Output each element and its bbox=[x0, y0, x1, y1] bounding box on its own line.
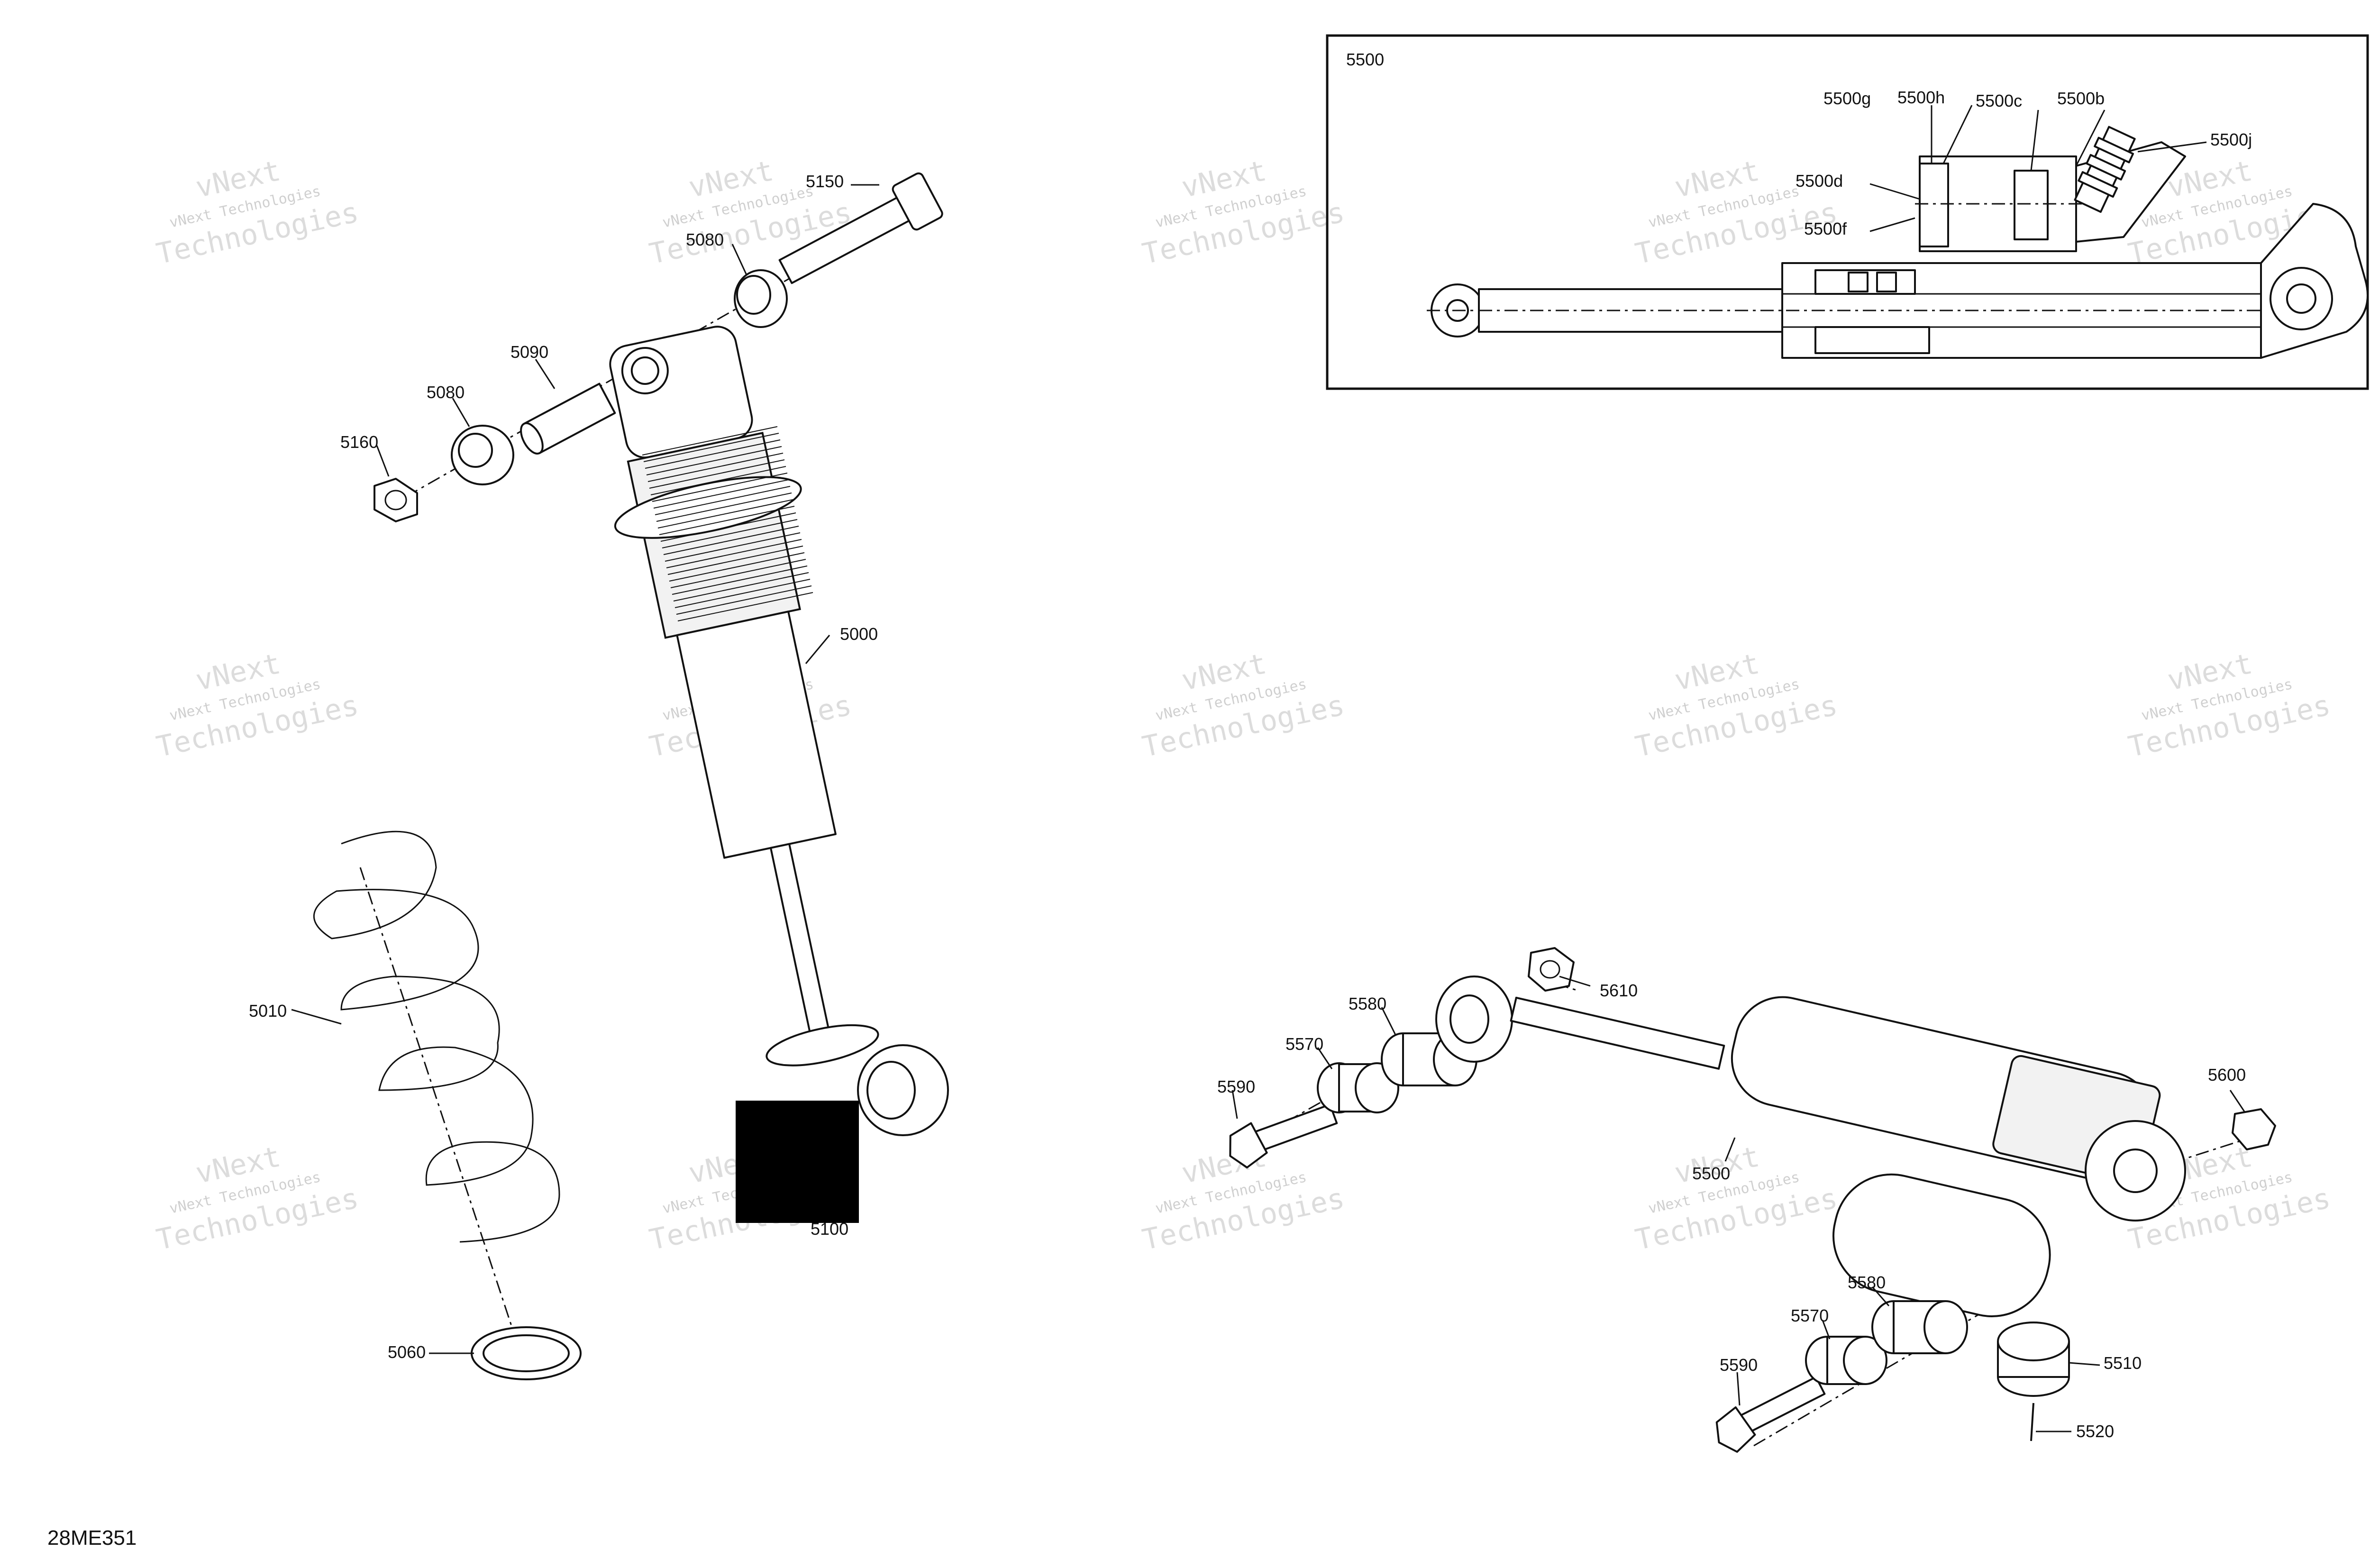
thread-line bbox=[660, 512, 796, 542]
inset-5500: 5500 bbox=[1326, 34, 2369, 390]
thread-line bbox=[670, 559, 806, 588]
thread-line bbox=[677, 592, 813, 621]
callout-5000: 5000 bbox=[840, 624, 878, 644]
thread-line bbox=[663, 526, 799, 555]
thread-line bbox=[672, 565, 808, 595]
callout-5520: 5520 bbox=[2076, 1422, 2114, 1441]
callout-5600: 5600 bbox=[2208, 1065, 2246, 1085]
thread-line bbox=[675, 579, 811, 608]
thread-line bbox=[653, 479, 789, 509]
front-shock-assembly: 5150 5080 5090 5080 5160 5000 5010 5060 … bbox=[249, 172, 949, 1380]
thread-line bbox=[656, 492, 792, 522]
inset-frame bbox=[1326, 34, 2369, 390]
thread-line bbox=[667, 546, 803, 575]
thread-line bbox=[645, 439, 781, 469]
callout-5080: 5080 bbox=[427, 383, 465, 402]
thread-line bbox=[652, 473, 788, 502]
spring-5010 bbox=[313, 830, 560, 1328]
callout-5010: 5010 bbox=[249, 1001, 287, 1021]
callout-5500g: 5500g bbox=[1823, 89, 1871, 108]
callout-5580: 5580 bbox=[1848, 1273, 1886, 1292]
rear-shock-assembly: 5610 5580 5570 5590 5500 5600 5580 5570 … bbox=[1217, 947, 2276, 1453]
thread-line bbox=[665, 532, 801, 562]
thread-line bbox=[657, 499, 793, 529]
thread-line bbox=[647, 453, 784, 482]
callout-5500d: 5500d bbox=[1796, 171, 1843, 191]
callout-5500: 5500 bbox=[1692, 1164, 1730, 1183]
callout-5590-top: 5590 bbox=[1217, 1077, 1255, 1096]
callout-5570: 5570 bbox=[1791, 1306, 1829, 1325]
callout-5500f: 5500f bbox=[1804, 219, 1847, 238]
diagram-id: 28ME351 bbox=[47, 1526, 137, 1550]
thread-line bbox=[676, 585, 812, 615]
callout-5570-top: 5570 bbox=[1285, 1034, 1323, 1054]
thread-line bbox=[662, 519, 798, 548]
callout-5580-top: 5580 bbox=[1349, 994, 1386, 1013]
thread-line bbox=[650, 466, 786, 495]
thread-line bbox=[649, 459, 785, 489]
callout-5150: 5150 bbox=[806, 172, 844, 191]
callout-5500b: 5500b bbox=[2057, 89, 2105, 108]
callout-5060: 5060 bbox=[388, 1342, 426, 1362]
callout-5500h: 5500h bbox=[1897, 88, 1945, 107]
callout-5510: 5510 bbox=[2104, 1353, 2142, 1373]
thread-line bbox=[642, 426, 778, 456]
redacted-box bbox=[736, 1101, 859, 1223]
callout-5590: 5590 bbox=[1720, 1355, 1758, 1375]
thread-line bbox=[646, 446, 782, 475]
callout-5500j: 5500j bbox=[2210, 130, 2252, 149]
callout-5080-top: 5080 bbox=[686, 230, 724, 249]
thread-line bbox=[673, 572, 809, 602]
callout-5500c: 5500c bbox=[1976, 91, 2022, 110]
thread-line bbox=[666, 539, 802, 568]
callout-5090: 5090 bbox=[510, 342, 548, 362]
thread-line bbox=[669, 552, 805, 582]
callout-5160: 5160 bbox=[340, 432, 378, 452]
callout-5610: 5610 bbox=[1600, 981, 1638, 1000]
thread-line bbox=[643, 433, 779, 462]
thread-line bbox=[655, 486, 791, 515]
inset-label: 5500 bbox=[1346, 50, 1384, 69]
thread-lines bbox=[642, 426, 813, 621]
thread-line bbox=[659, 506, 795, 535]
callout-5100: 5100 bbox=[811, 1219, 848, 1239]
